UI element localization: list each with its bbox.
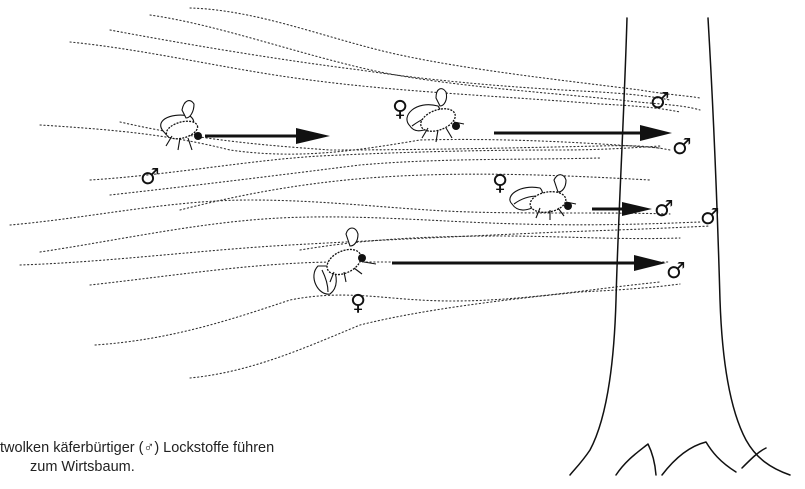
sex-symbols: ♀ ♀ ♀ ♂ ♂ ♂ ♂ ♂ ♂ (140, 89, 720, 316)
tree-trunk-left (569, 17, 628, 476)
pheromone-trail (189, 283, 681, 379)
male-symbol: ♂ (140, 165, 160, 190)
beetle (406, 88, 465, 143)
flight-arrow (205, 128, 330, 144)
beetle (160, 100, 203, 151)
female-symbol: ♀ (492, 171, 508, 196)
female-symbol: ♀ (350, 291, 366, 316)
tree-trunk-right (707, 17, 791, 476)
pheromone-trail (19, 225, 711, 266)
pheromone-trail (189, 7, 701, 99)
pheromone-trail (109, 29, 671, 101)
female-symbol: ♀ (392, 97, 408, 122)
host-tree (569, 17, 791, 476)
flight-arrow (494, 125, 672, 141)
flight-arrow (592, 202, 652, 216)
caption-line: twolken käferbürtiger (♂) Lockstoffe füh… (0, 440, 275, 456)
tree-root (741, 447, 767, 469)
male-symbol: ♂ (650, 89, 670, 114)
pheromone-trail (109, 157, 601, 196)
pheromone-trail (119, 121, 671, 151)
pheromone-trail (89, 145, 661, 181)
male-symbol: ♂ (672, 135, 692, 160)
pheromone-trail (94, 281, 661, 346)
male-symbol: ♂ (666, 259, 686, 284)
pheromone-trail (89, 261, 671, 286)
male-symbol: ♂ (654, 197, 674, 222)
male-symbol: ♂ (700, 205, 720, 230)
flight-arrows (205, 125, 672, 271)
beetle (509, 174, 577, 220)
pheromone-trails (9, 7, 711, 379)
beetle (313, 227, 377, 295)
caption-line: zum Wirtsbaum. (30, 459, 135, 475)
pheromone-trail (39, 216, 701, 253)
flight-arrow (392, 255, 666, 271)
figure-caption: twolken käferbürtiger (♂) Lockstoffe füh… (0, 439, 460, 477)
pheromone-trail (39, 124, 661, 155)
pheromone-trail (299, 235, 681, 251)
pheromone-trail (179, 173, 651, 211)
tree-root (615, 443, 657, 476)
pheromone-trail (149, 14, 701, 111)
pheromone-trail (69, 41, 681, 113)
pheromone-trail (9, 199, 671, 226)
tree-root (661, 441, 737, 476)
